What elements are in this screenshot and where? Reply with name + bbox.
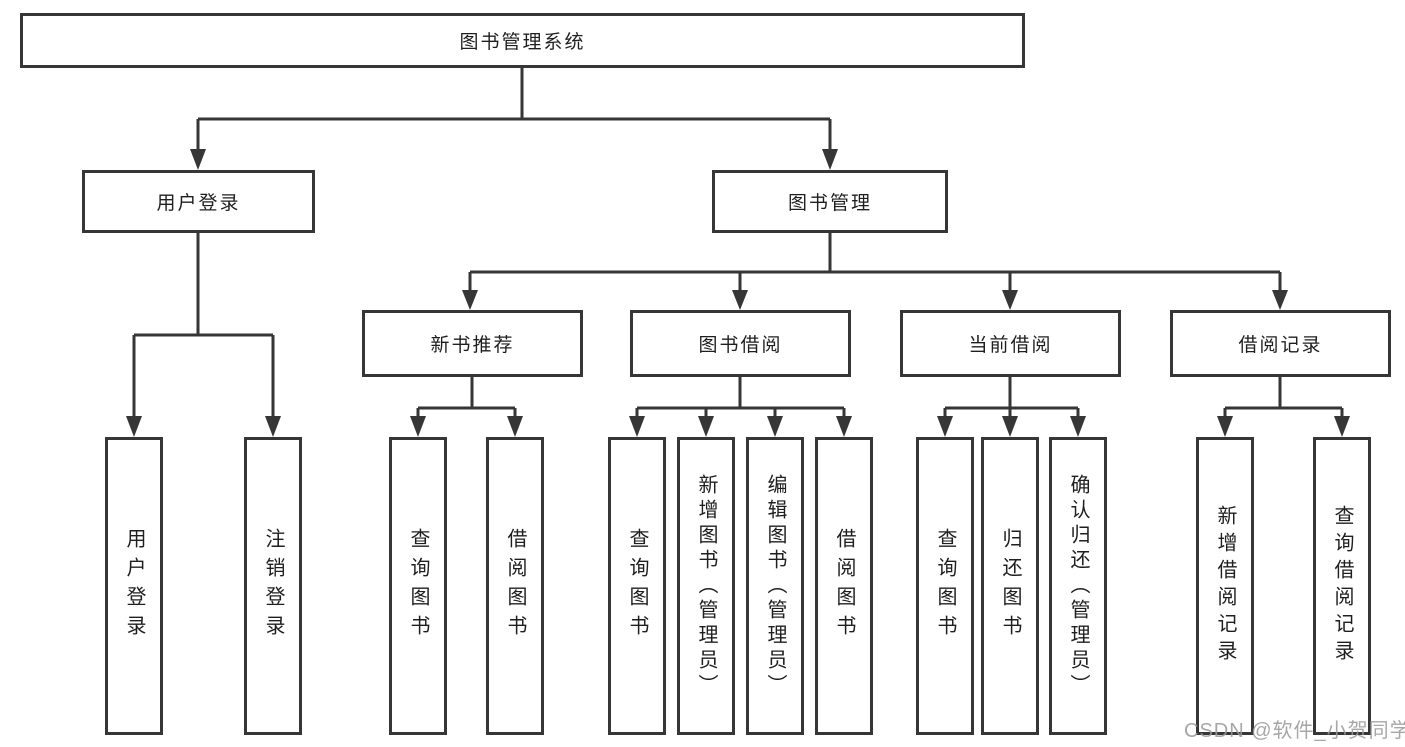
arrowheads <box>126 149 1350 437</box>
leaf-user-login: 用户登录 <box>105 437 163 735</box>
leaf-add-borrow-record: 新增借阅记录 <box>1196 437 1254 735</box>
node-borrow-records: 借阅记录 <box>1170 310 1391 377</box>
csdn-watermark: CSDN @软件_小贺同学 <box>1184 720 1405 742</box>
leaf-logout: 注销登录 <box>244 437 302 735</box>
leaf-query-book-2: 查询图书 <box>608 437 666 735</box>
leaf-edit-book: 编辑图书（管理员） <box>746 437 804 735</box>
leaf-query-book-3: 查询图书 <box>916 437 974 735</box>
leaf-query-borrow-record: 查询借阅记录 <box>1313 437 1371 735</box>
leaf-return-book: 归还图书 <box>981 437 1039 735</box>
node-user-login: 用户登录 <box>82 170 315 233</box>
node-book-management: 图书管理 <box>712 170 948 233</box>
leaf-borrow-book-2: 借阅图书 <box>815 437 873 735</box>
node-current-borrow: 当前借阅 <box>900 310 1121 377</box>
leaf-add-book: 新增图书（管理员） <box>677 437 735 735</box>
leaf-confirm-return: 确认归还（管理员） <box>1049 437 1107 735</box>
node-book-borrow: 图书借阅 <box>630 310 851 377</box>
node-root: 图书管理系统 <box>20 13 1025 68</box>
node-new-book-recommend: 新书推荐 <box>362 310 583 377</box>
leaf-borrow-book-1: 借阅图书 <box>486 437 544 735</box>
leaf-query-book-1: 查询图书 <box>389 437 447 735</box>
